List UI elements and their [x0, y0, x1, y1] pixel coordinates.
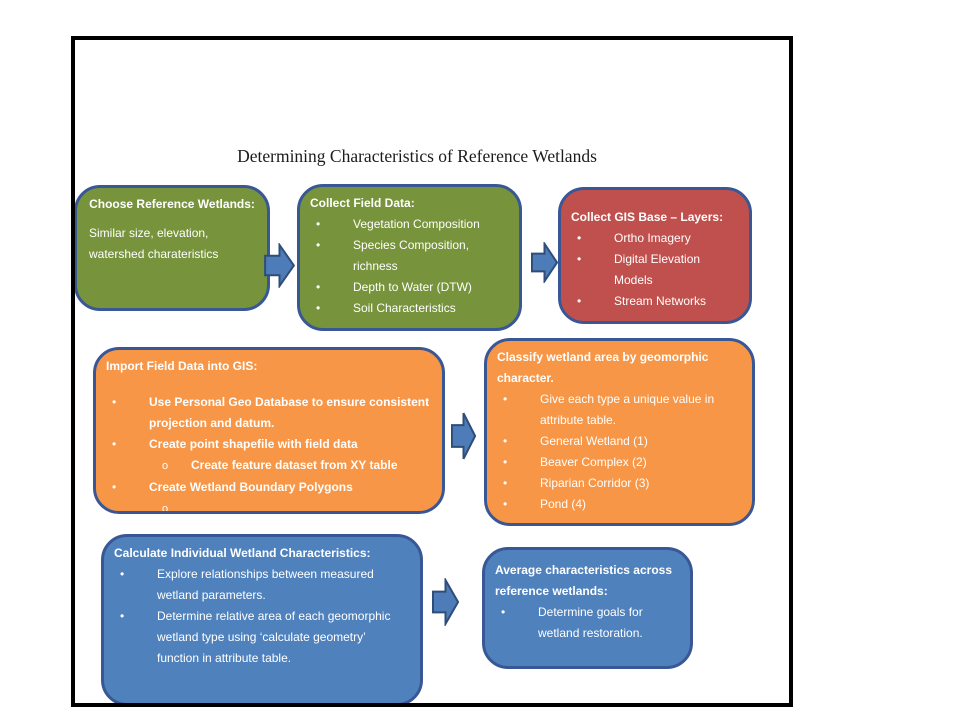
flow-arrow-3: [451, 411, 476, 466]
bullet-icon: [571, 291, 614, 312]
bullet-item: Beaver Complex (2): [497, 452, 742, 473]
bullet-icon: [497, 452, 540, 473]
bullet-icon: [495, 602, 538, 644]
bullet-icon: [310, 214, 353, 235]
box-collect-gis-base-layers: Collect GIS Base – Layers: Ortho Imagery…: [558, 187, 752, 324]
bullet-icon: [310, 235, 353, 277]
bullet-item: Riparian Corridor (3): [497, 473, 742, 494]
flow-arrow-2: [531, 242, 558, 288]
bullet-item: Create point shapefile with field data: [106, 434, 432, 455]
flow-arrow-4: [432, 578, 459, 631]
circle-bullet-icon: [156, 455, 191, 477]
right-arrow-icon: [264, 243, 295, 288]
box-import-field-data-gis: Import Field Data into GIS: Use Personal…: [93, 347, 445, 514]
bullet-icon: [571, 249, 614, 291]
box-title: Collect GIS Base – Layers:: [571, 210, 724, 224]
bullet-icon: [106, 434, 149, 455]
box-title: Collect Field Data:: [310, 196, 415, 210]
bullet-item: Create Wetland Boundary Polygons: [106, 477, 432, 498]
bullet-item: Depth to Water (DTW): [310, 277, 509, 298]
sub-bullet-item: Create feature dataset from XY table: [106, 455, 432, 477]
sub-bullet-item: [106, 498, 432, 511]
bullet-item: Stream Networks: [571, 291, 739, 312]
bullet-icon: [310, 298, 353, 319]
spacer: [87, 215, 257, 223]
box-title: Calculate Individual Wetland Characteris…: [114, 546, 371, 560]
bullet-icon: [114, 564, 157, 606]
bullet-item: General Wetland (1): [497, 431, 742, 452]
box-calculate-wetland-characteristics: Calculate Individual Wetland Characteris…: [101, 534, 423, 706]
right-arrow-icon: [451, 411, 476, 461]
bullet-icon: [497, 494, 540, 515]
right-arrow-icon: [531, 242, 558, 283]
bullet-icon: [571, 228, 614, 249]
bullet-item: Pond (4): [497, 494, 742, 515]
bullet-icon: [114, 606, 157, 669]
box-choose-reference-wetlands: Choose Reference Wetlands: Similar size,…: [74, 185, 270, 311]
bullet-icon: [497, 473, 540, 494]
box-title: Classify wetland area by geomorphic char…: [497, 350, 709, 385]
right-arrow-icon: [432, 578, 459, 626]
bullet-item: Determine relative area of each geomorph…: [114, 606, 410, 669]
bullet-item: Soil Characteristics: [310, 298, 509, 319]
bullet-item: Explore relationships between measured w…: [114, 564, 410, 606]
diagram-title: Determining Characteristics of Reference…: [237, 146, 597, 166]
bullet-icon: [310, 277, 353, 298]
bullet-item: Determine goals for wetland restoration.: [495, 602, 680, 644]
bullet-item: Digital Elevation Models: [571, 249, 739, 291]
box-title: Choose Reference Wetlands:: [89, 197, 255, 211]
box-title: Average characteristics across reference…: [495, 563, 672, 598]
box-title: Import Field Data into GIS:: [106, 359, 258, 373]
bullet-item: Use Personal Geo Database to ensure cons…: [106, 392, 432, 434]
spacer: [106, 377, 432, 392]
flow-arrow-1: [264, 243, 295, 293]
box-collect-field-data: Collect Field Data: Vegetation Compositi…: [297, 184, 522, 331]
circle-bullet-icon: [156, 498, 191, 511]
box-classify-wetland-area: Classify wetland area by geomorphic char…: [484, 338, 755, 526]
bullet-item: Ortho Imagery: [571, 228, 739, 249]
bullet-icon: [497, 431, 540, 452]
bullet-icon: [106, 392, 149, 434]
box-body: Similar size, elevation, watershed chara…: [89, 226, 219, 261]
bullet-item: Species Composition, richness: [310, 235, 509, 277]
bullet-icon: [106, 477, 149, 498]
bullet-icon: [497, 389, 540, 431]
box-average-characteristics: Average characteristics across reference…: [482, 547, 693, 669]
bullet-item: Vegetation Composition: [310, 214, 509, 235]
bullet-item: Give each type a unique value in attribu…: [497, 389, 742, 431]
